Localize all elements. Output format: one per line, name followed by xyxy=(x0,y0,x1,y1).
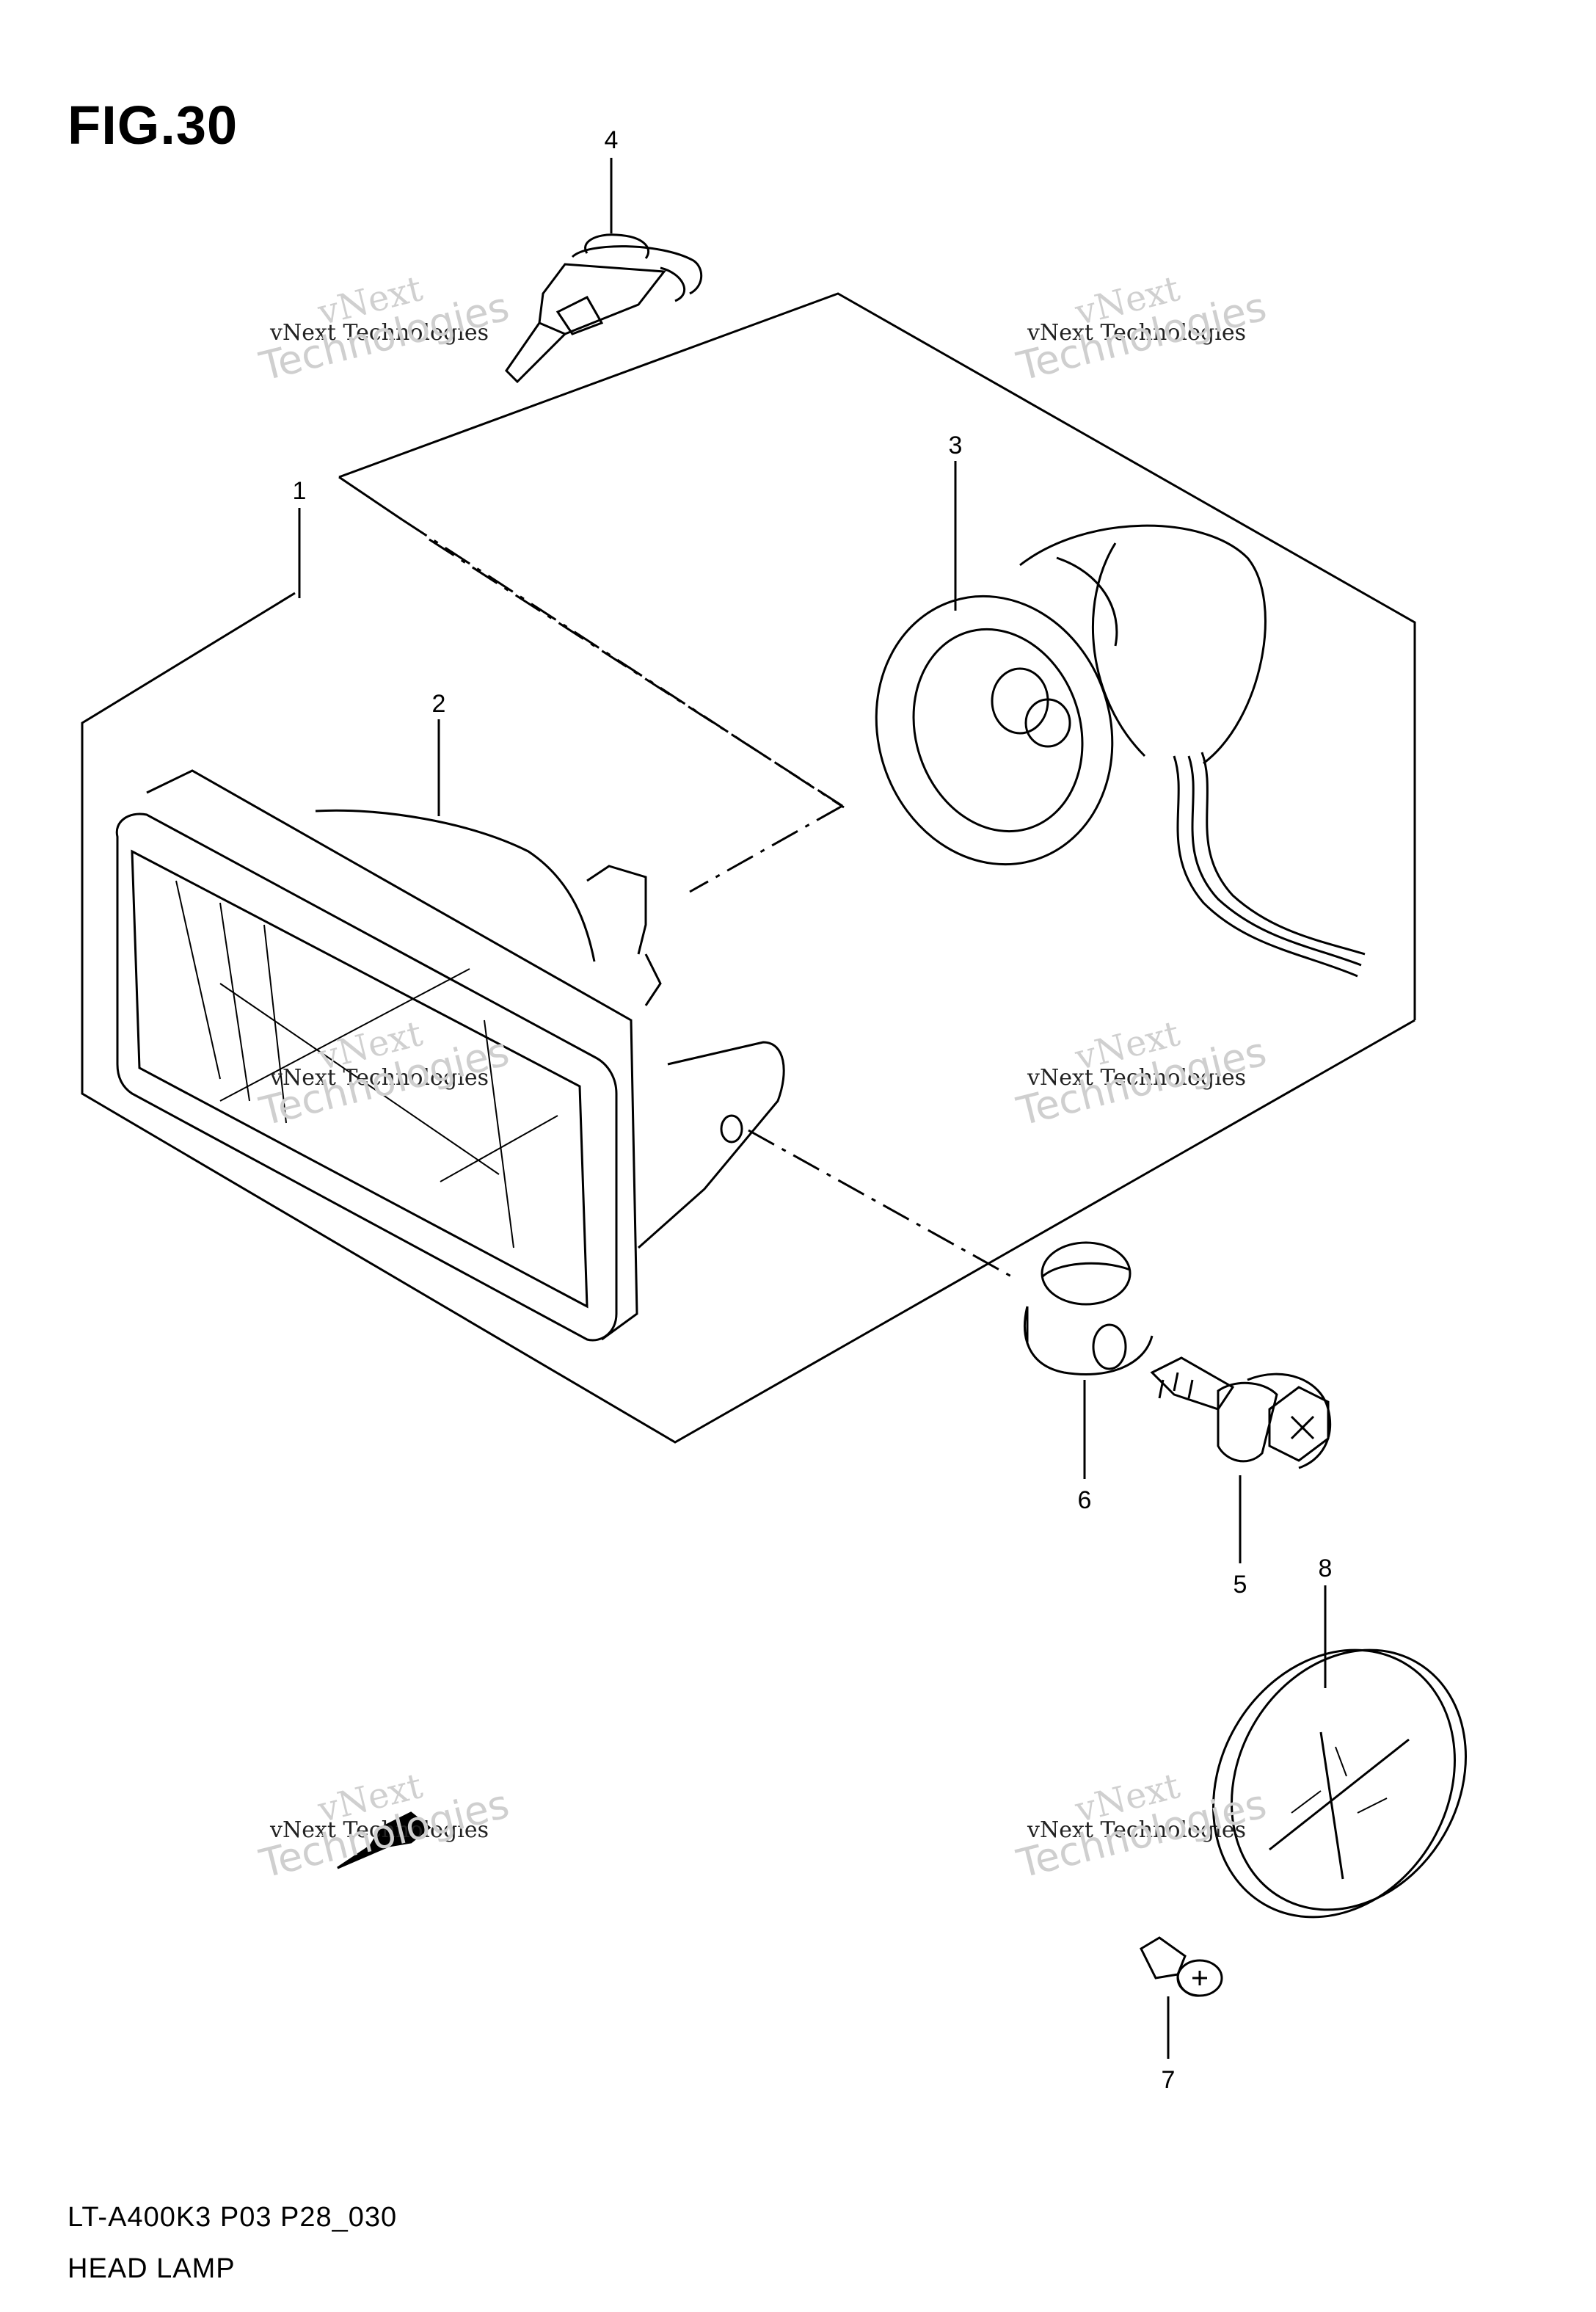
watermark: vNext vNext Technologies Technologies xyxy=(255,1765,608,1901)
watermark-mid: vNext Technologies xyxy=(270,1065,489,1091)
watermark-mid: vNext Technologies xyxy=(1027,320,1247,346)
callout-7: 7 xyxy=(1161,2066,1176,2094)
callout-3: 3 xyxy=(948,432,963,459)
screw-part-7 xyxy=(1140,1936,1223,1997)
headlamp-part-2 xyxy=(115,769,785,1342)
grommet-part-6 xyxy=(1024,1241,1154,1376)
watermark: vNext vNext Technologies Technologies xyxy=(1013,1013,1365,1149)
callout-4: 4 xyxy=(604,126,619,154)
alignment-lines xyxy=(401,518,1013,1279)
watermark: vNext vNext Technologies Technologies xyxy=(1013,1765,1365,1901)
bulb-part-4 xyxy=(505,233,703,384)
callout-2: 2 xyxy=(431,690,446,718)
footer-part-group: HEAD LAMP xyxy=(68,2253,236,2284)
lens-cap-part-8 xyxy=(1212,1648,1467,1919)
watermark: vNext vNext Technologies Technologies xyxy=(1013,268,1365,404)
callout-6: 6 xyxy=(1077,1486,1092,1514)
leader-lines xyxy=(298,158,1327,2059)
footer-model-code: LT-A400K3 P03 P28_030 xyxy=(68,2202,398,2233)
figure-title: FIG.30 xyxy=(68,95,238,156)
watermark: vNext vNext Technologies Technologies xyxy=(255,1013,608,1149)
callout-1: 1 xyxy=(292,477,307,505)
watermark-mid: vNext Technologies xyxy=(1027,1065,1247,1091)
watermark-mid: vNext Technologies xyxy=(270,320,489,346)
socket-part-3 xyxy=(875,524,1366,978)
callout-8: 8 xyxy=(1318,1555,1333,1582)
watermark-mid: vNext Technologies xyxy=(1027,1817,1247,1843)
bolt-part-5 xyxy=(1150,1356,1332,1469)
callout-5: 5 xyxy=(1233,1571,1247,1599)
watermark: vNext vNext Technologies Technologies xyxy=(255,268,608,404)
front-arrow-mark xyxy=(337,1811,431,1869)
assembly-outline xyxy=(81,292,1416,1444)
watermark-mid: vNext Technologies xyxy=(270,1817,489,1843)
